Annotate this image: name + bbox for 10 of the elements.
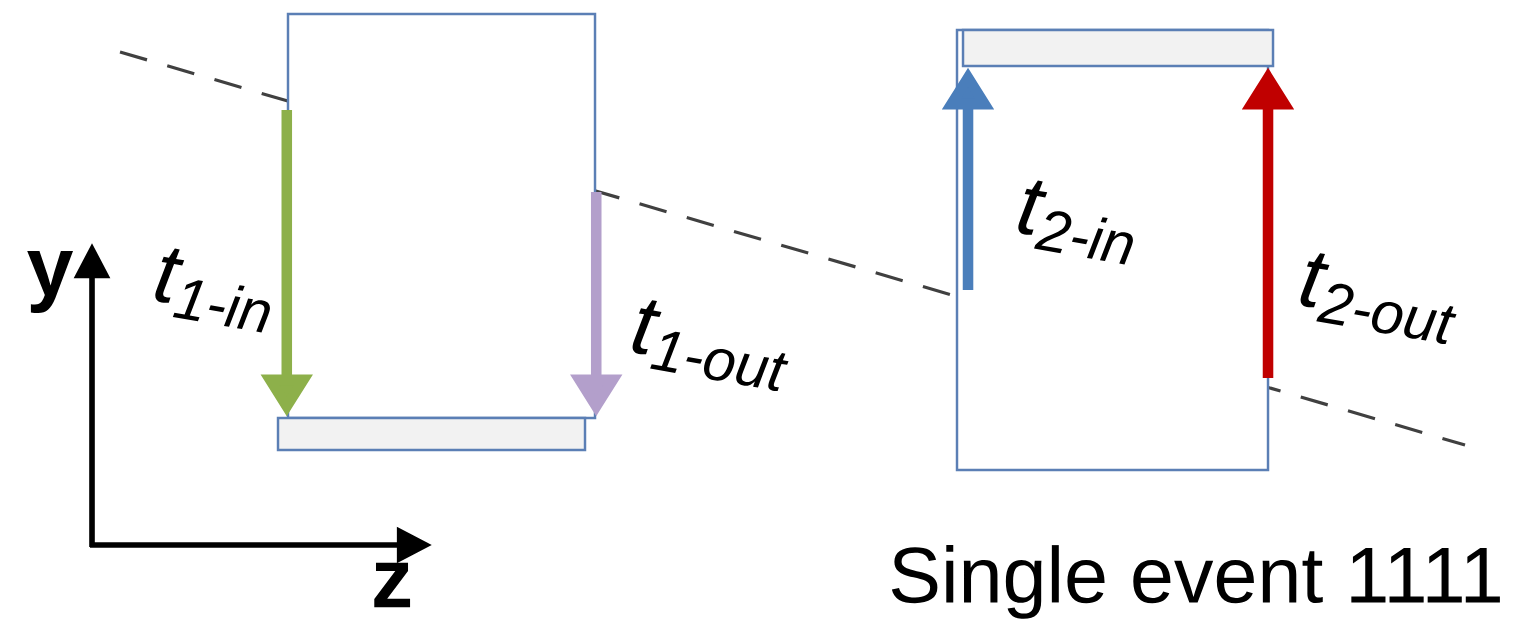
readout-strip (276, 416, 587, 452)
readout-strip (961, 28, 1275, 68)
caption-text: Single event 1111 (891, 545, 1500, 619)
detector-box (286, 12, 597, 420)
edge-label: t$_{2-in}$ (1018, 180, 1133, 265)
edge-label: t$_{1-in}$ (155, 248, 270, 333)
edge-label: t$_{1-out}$ (632, 300, 789, 391)
axis-label: z (374, 562, 411, 608)
axis-label: y (27, 251, 73, 314)
edge-label: t$_{2-out}$ (1300, 253, 1457, 344)
